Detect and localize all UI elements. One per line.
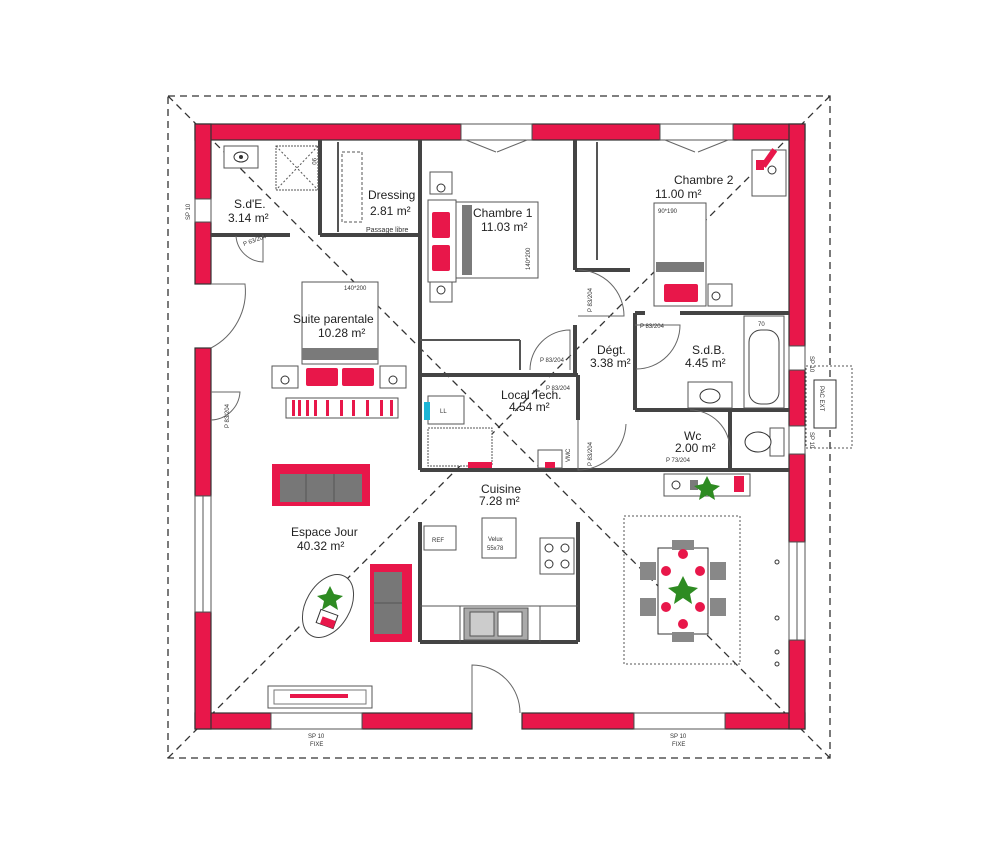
exterior-walls — [194, 123, 806, 730]
shower-label: 90 — [310, 158, 316, 165]
room-name-dressing: Dressing — [368, 188, 415, 202]
chambre2-furniture: 90*190 — [653, 148, 787, 307]
pac-ext: PAC EXT — [805, 365, 853, 449]
room-area-sdb: 4.45 m² — [685, 356, 726, 370]
living-furniture — [267, 464, 412, 709]
room-area-sde: 3.14 m² — [228, 211, 269, 225]
door-label-suite: P 83/204 — [225, 403, 231, 428]
room-area-wc: 2.00 m² — [675, 441, 716, 455]
sde-fixtures: 90 — [223, 145, 363, 223]
bed-size-suite: 140*200 — [344, 286, 367, 292]
windows — [194, 123, 806, 730]
room-area-degt: 3.38 m² — [590, 356, 631, 370]
room-name-suite: Suite parentale — [293, 312, 374, 326]
window-label-bottom-left: SP 10 — [308, 734, 325, 740]
door-label-local: P 83/204 — [546, 386, 571, 392]
door-label-sdb: P 83/204 — [640, 324, 665, 330]
bed-size-chambre2: 90*190 — [658, 209, 678, 215]
room-name-chambre1: Chambre 1 — [473, 206, 533, 220]
room-area-dressing: 2.81 m² — [370, 204, 411, 218]
interior-walls — [211, 140, 789, 644]
doors — [210, 235, 731, 714]
room-area-cuisine: 7.28 m² — [479, 494, 520, 508]
room-name-wc: Wc — [684, 429, 701, 443]
ref-label: REF — [432, 538, 444, 544]
room-name-espace: Espace Jour — [291, 525, 358, 539]
window-label-bottom-right: SP 10 — [670, 734, 687, 740]
bath-label: 70 — [758, 322, 765, 328]
dressing-note: Passage libre — [366, 227, 409, 234]
window-label-left: SP 10 — [186, 203, 192, 220]
room-area-local: 4.54 m² — [509, 400, 550, 414]
room-name-degt: Dégt. — [597, 343, 626, 357]
window-label-right-bot: SP 10 — [808, 432, 814, 449]
room-name-local: Local Tech. — [501, 388, 562, 402]
room-area-espace: 40.32 m² — [297, 539, 344, 553]
suite-furniture: 140*200 — [271, 281, 407, 419]
window-label-bottom-right-fixe: FIXE — [672, 742, 685, 748]
room-name-cuisine: Cuisine — [481, 482, 521, 496]
room-name-sde: S.d'E. — [234, 197, 266, 211]
wc-fixtures — [744, 427, 785, 457]
room-area-chambre2: 11.00 m² — [655, 187, 701, 201]
outlet-markers — [774, 559, 780, 667]
chambre1-furniture: 140*200 — [427, 171, 539, 303]
door-label-chambre1: P 83/204 — [540, 358, 565, 364]
velux-label: Velux — [488, 537, 503, 543]
door-label-chambre2: P 83/204 — [588, 287, 594, 312]
velux-size-label: 55x78 — [487, 546, 504, 552]
bed-size-chambre1: 140*200 — [526, 247, 532, 270]
door-label-degt: P 83/204 — [588, 441, 594, 466]
window-labels: SP 10 SP 10 SP 10 SP 10 FIXE SP 10 FIXE — [186, 203, 814, 748]
window-label-right-top: SP 10 — [808, 356, 814, 373]
door-label-wc: P 73/204 — [666, 458, 691, 464]
room-name-sdb: S.d.B. — [692, 343, 725, 357]
vmc-label: VMC — [566, 448, 572, 462]
pac-ext-label: PAC EXT — [818, 386, 824, 412]
plant-icon — [317, 476, 720, 610]
room-area-suite: 10.28 m² — [318, 326, 365, 340]
local-tech-fixtures: LL VMC — [424, 395, 572, 469]
sdb-fixtures: 70 — [687, 315, 785, 409]
room-labels: S.d'E. 3.14 m² Dressing 2.81 m² Passage … — [228, 173, 734, 553]
room-area-chambre1: 11.03 m² — [481, 220, 527, 234]
room-name-chambre2: Chambre 2 — [674, 173, 734, 187]
window-label-bottom-left-fixe: FIXE — [310, 742, 323, 748]
ll-label: LL — [440, 409, 447, 415]
kitchen-fixtures: REF Velux 55x78 — [423, 517, 575, 641]
dining-table — [623, 515, 741, 665]
